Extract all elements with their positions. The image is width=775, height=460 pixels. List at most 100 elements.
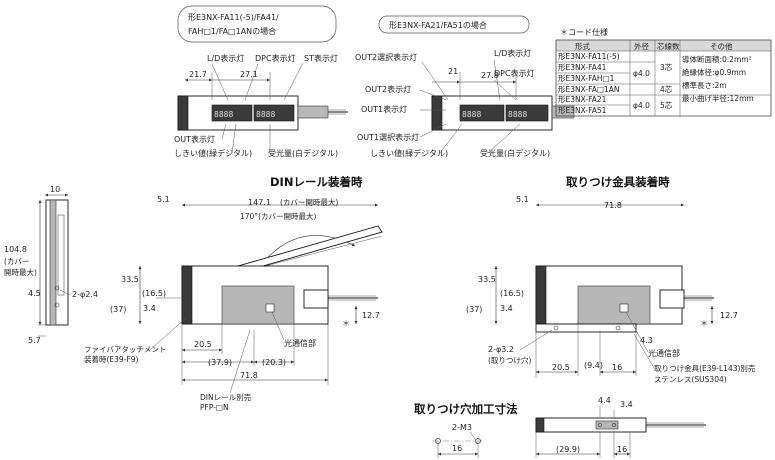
din-star: ＊ [342,319,350,328]
mount-bracket-2: ステンレス(SUS304) [654,375,727,384]
mount-w: 71.8 [604,201,622,210]
din-rail-2: PFP-□N [200,403,229,412]
bottom-c: (29.9) [556,445,580,454]
row-model-6: 形E3NX-FA51 [558,106,607,115]
svg-text:8888: 8888 [462,110,481,119]
th-model: 形式 [575,41,590,51]
din-h3: (16.5) [142,289,166,298]
other-4: 最小曲げ半径:12mm [682,93,754,103]
mount-h2: (37) [466,305,482,314]
top-right-amplifier: 8888 8888 [431,95,575,131]
th-od: 外径 [634,41,649,51]
dim-27-8: 27.8 [481,71,499,80]
bottom-d: 16 [617,445,627,454]
label-out1: OUT1表示灯 [361,104,407,114]
din-h1: 33.5 [121,275,139,284]
row-cores-3: 3芯 [660,62,673,72]
mount-v1: 5.1 [516,195,529,204]
din-v1: 5.1 [157,195,170,204]
din-b1: 20.5 [194,340,212,349]
mount-hole-note: (取りつけ穴) [488,355,532,365]
hole-screw: 2-M3 [452,423,472,432]
bottom-b: 3.4 [620,400,633,409]
row-cores-4: 4芯 [660,84,673,94]
mount-optical: 光通信部 [648,348,680,358]
label-st: ST表示灯 [304,53,338,63]
other-3: 標準長さ:2m [682,80,727,90]
bracket-view: 取りつけ金具装着時 5.1 71.8 33.5 (37) (16.5) 3.4 … [466,175,756,384]
side-width: 10 [50,185,60,194]
mount-h4: 3.4 [500,304,513,313]
din-rail-1: DINレール別売 [200,392,252,402]
side-a: 4.5 [28,289,41,298]
hole-pitch: 16 [452,444,462,453]
row-model-2: 形E3NX-FA41 [558,63,607,72]
row-model-5: 形E3NX-FA21 [558,95,607,104]
side-height: 104.8 [4,245,27,254]
svg-text:8888: 8888 [256,110,275,119]
hole-title: 取りつけ穴加工寸法 [414,402,518,416]
row-model-3: 形E3NX-FAH□1 [558,74,615,83]
din-overall: 147.1 [248,198,271,207]
din-fiber-2: 装着時(E39-F9) [84,354,139,364]
row-od-1: φ4.0 [633,69,650,78]
din-b2: (37.9) [208,358,232,367]
cord-spec-title: ＊コード仕様 [560,27,608,37]
mount-h6: 4.3 [640,336,653,345]
mount-hole: 2-φ3.2 [488,345,514,354]
callout-fa21: 形E3NX-FA21/FA51の場合 [378,15,530,34]
top-left-amplifier: 8888 8888 [177,95,348,131]
dim-27-1: 27.1 [240,70,258,79]
label-out1sel: OUT1選択表示灯 [357,132,419,142]
th-cores: 芯線数 [657,41,680,51]
din-title: DINレール装着時 [270,175,363,189]
other-2: 絶縁体径:φ0.9mm [682,67,746,77]
other-1: 導体断面積:0.2mm² [682,54,752,64]
dim-21: 21 [448,67,458,76]
cord-spec-table: ＊コード仕様 形式 外径 芯線数 その他 形E3NX-FA11(-5) 形E3N… [555,27,772,117]
side-view: 10 104.8 (カバー 開時最大) 4.5 5.7 2-φ2.4 [4,185,98,345]
mount-star: ＊ [700,319,708,328]
dim-21-7: 21.7 [189,70,207,79]
side-b: 5.7 [28,336,41,345]
din-angle: 170°(カバー開時最大) [240,211,316,221]
callout-fa11-line2: FAH□1/FA□1ANの場合 [188,26,276,36]
mount-b3: 16 [612,363,622,372]
label-received-r: 受光量(白デジタル) [480,148,550,158]
din-overall-note: (カバー開時最大) [280,197,338,207]
mounting-hole-dims: 取りつけ穴加工寸法 2-M3 16 [414,402,518,458]
callout-fa11-line1: 形E3NX-FA11(-5)/FA41/ [188,13,279,22]
label-out2sel: OUT2選択表示灯 [355,52,417,62]
din-h5: 12.7 [362,311,380,320]
row-cores-5: 5芯 [660,100,673,110]
bottom-view: 4.4 3.4 (29.9) 16 [535,396,706,458]
row-model-1: 形E3NX-FA11(-5) [558,52,620,61]
side-hole: 2-φ2.4 [72,290,98,299]
label-received: 受光量(白デジタル) [268,148,338,158]
label-out: OUT表示灯 [174,134,215,144]
din-b4: 71.8 [240,371,258,380]
side-height-note-2: 開時最大) [4,267,37,277]
din-h4: 3.4 [143,304,156,313]
din-optical: 光通信部 [284,338,316,348]
din-h2: (37) [110,305,126,314]
din-rail-view: DINレール装着時 5.1 147.1 (カバー開時最大) 170°(カバー開時… [84,175,383,412]
top-left-labels: L/D表示灯 DPC表示灯 ST表示灯 21.7 27.1 OUT表示灯 しきい… [174,53,338,158]
mount-h1: 33.5 [478,275,496,284]
mount-b2: (9.4) [584,361,603,370]
top-right-labels: OUT2選択表示灯 L/D表示灯 OUT2表示灯 DPC表示灯 OUT1表示灯 … [355,48,550,158]
mount-b1: 20.5 [552,363,570,372]
mount-title: 取りつけ金具装着時 [566,175,670,189]
label-out2: OUT2表示灯 [365,84,411,94]
label-ld: L/D表示灯 [207,53,244,63]
callout-fa11: 形E3NX-FA11(-5)/FA41/ FAH□1/FA□1ANの場合 [177,5,337,43]
callout-fa21-text: 形E3NX-FA21/FA51の場合 [389,20,487,30]
din-fiber-1: ファイバアタッチメント [84,345,166,354]
svg-text:8888: 8888 [508,110,527,119]
row-od-2: φ4.0 [633,101,650,110]
label-dpc: DPC表示灯 [255,53,296,63]
svg-text:8888: 8888 [214,110,233,119]
label-dpc-r: DPC表示灯 [494,68,535,78]
row-model-4: 形E3NX-FA□1AN [558,85,619,94]
